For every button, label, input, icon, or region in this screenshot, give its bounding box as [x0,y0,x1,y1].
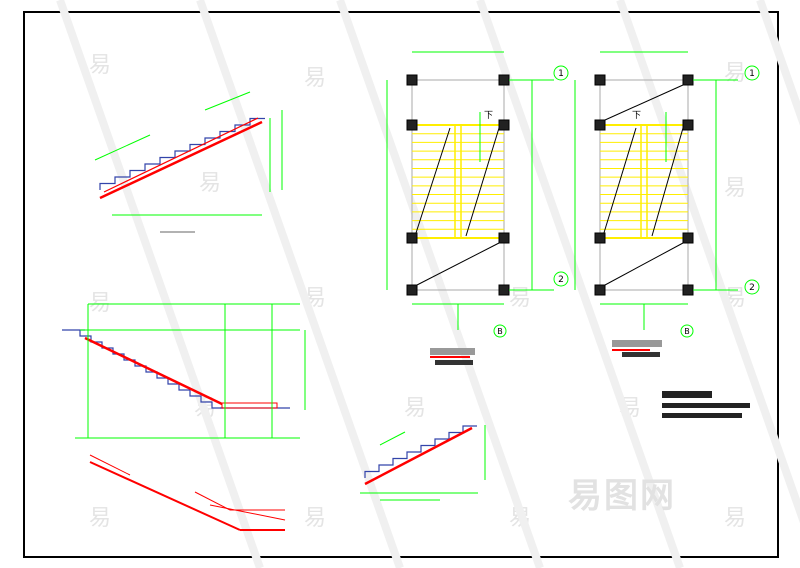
stair-section-3-steps [364,425,477,478]
axis-bubble-1-a: 1 [553,65,569,81]
break-line [465,127,500,237]
title-subtext [622,352,660,357]
watermark-stripe [196,0,404,568]
title-subtext [435,360,473,365]
axis-label: 2 [558,275,564,285]
column [682,119,694,131]
axis-label: 1 [558,69,564,79]
axis-label: B [497,327,503,336]
slab-diagonal [604,84,684,121]
notes-line [662,413,742,418]
watermark-text: 易 [89,506,111,531]
dimension-line [94,134,151,161]
notes-heading [662,391,712,398]
watermark-stripe [476,0,684,568]
rebar-detail [89,454,131,476]
column [594,74,606,86]
rebar-main [84,336,223,406]
watermark-stripe [616,0,800,524]
column [594,232,606,244]
watermark-stripe [336,0,544,568]
watermark-text: 易 [724,506,746,531]
column [682,284,694,296]
column [498,74,510,86]
axis-bubble-plan-b: B [680,324,694,338]
column [594,119,606,131]
column [498,232,510,244]
slab-diagonal [604,242,684,286]
stair-plan-1 [386,51,554,330]
axis-label: 2 [749,283,755,293]
column [406,232,418,244]
watermark-brand: 易图网 [568,476,676,516]
rebar-main [364,426,473,486]
watermark-text: 易 [724,61,746,86]
stair-plan-2 [574,51,738,330]
rebar-detail [194,491,231,511]
column [594,284,606,296]
rebar-detail [89,461,241,531]
axis-label: 1 [749,69,755,79]
axis-label: B [684,327,690,336]
column [406,284,418,296]
drawing-layer [62,51,750,531]
break-line [651,127,684,237]
break-line [414,127,451,237]
watermark-stripe [56,0,264,568]
slab-diagonal [416,242,500,286]
dimension-line [379,431,406,446]
rebar-main [99,120,263,200]
plan-wall [599,79,689,291]
notes-line [662,403,750,408]
watermark-text: 易 [304,66,326,91]
watermark-text: 易 [404,396,426,421]
axis-bubble-2-a: 2 [553,271,569,287]
axis-bubble-1-b: 1 [744,65,760,81]
watermark-text: 易 [304,506,326,531]
column [682,232,694,244]
column [406,119,418,131]
watermark-layer: 易易易易易易易易易易易易易易易易 [56,0,800,568]
column [498,119,510,131]
watermark-text: 易 [89,53,111,78]
rebar-landing [221,402,278,409]
title-text-block [612,340,662,347]
rebar-top [103,117,259,193]
column [406,74,418,86]
axis-bubble-plan-a: B [493,324,507,338]
drawing-frame [23,11,779,558]
stair-direction-label: 下 [484,111,493,121]
plan-wall [411,79,505,291]
break-line [602,127,637,237]
rebar-detail [209,504,286,521]
stair-section-2-steps [79,330,223,409]
watermark-text: 易 [724,176,746,201]
column [682,74,694,86]
title-text-block [430,348,475,355]
stair-direction-label: 下 [632,111,641,121]
watermark-text: 易 [199,171,221,196]
watermark-text: 易 [509,286,531,311]
watermark-stripe [756,0,800,126]
column [498,284,510,296]
axis-bubble-2-b: 2 [744,279,760,295]
dimension-line [204,91,251,111]
